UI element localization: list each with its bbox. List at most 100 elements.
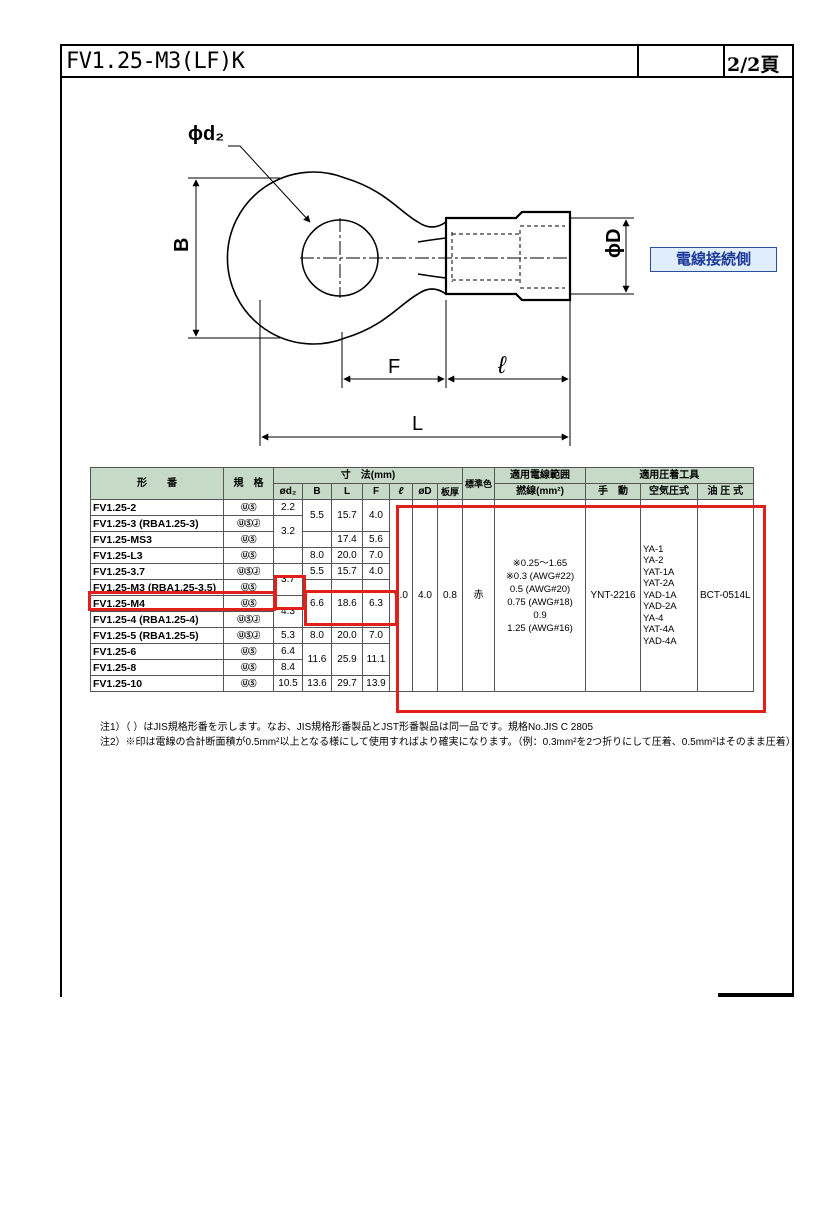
model-cell: FV1.25-6 bbox=[90, 643, 224, 660]
th-stranded: 撚線(mm²) bbox=[494, 483, 587, 500]
d2-cell: 6.4 bbox=[273, 643, 303, 660]
wire-range-line: 1.25 (AWG#16) bbox=[507, 622, 573, 634]
page-frame: FV1.25-M3(LF)K 2/2頁 bbox=[60, 44, 794, 997]
th-color: 標準色 bbox=[461, 467, 496, 500]
F-cell: 4.0 bbox=[362, 499, 390, 532]
B-cell: 5.5 bbox=[302, 563, 332, 580]
label-d2: ϕd₂ bbox=[188, 123, 224, 145]
page-number: 2/2頁 bbox=[727, 54, 780, 76]
d2-cell: 2.2 bbox=[273, 499, 303, 516]
tool-item: YA-2 bbox=[643, 555, 664, 567]
cert-marks: ⓊⓈ bbox=[241, 502, 257, 512]
F-cell: 4.0 bbox=[362, 563, 390, 580]
cert-marks: ⓊⓈ bbox=[241, 582, 257, 592]
model-cell: FV1.25-4 (RBA1.25-4) bbox=[90, 611, 224, 628]
d2-cell bbox=[273, 547, 303, 564]
F-cell: 13.9 bbox=[362, 675, 390, 692]
L-cell: 15.7 bbox=[331, 563, 363, 580]
document-title: FV1.25-M3(LF)K bbox=[66, 49, 245, 74]
th-thickness: 板厚 bbox=[437, 483, 463, 500]
spec-table: 形 番 規 格 寸 法(mm) 標準色 適用電線範囲 適用圧着工具 ød₂ B … bbox=[90, 467, 754, 692]
B-cell: 8.0 bbox=[302, 547, 332, 564]
B-cell: 11.6 bbox=[302, 643, 332, 676]
table-row: FV1.25-MS3 ⓊⓈ 17.4 5.6 bbox=[90, 531, 754, 548]
model-cell: FV1.25-3.7 bbox=[90, 563, 224, 580]
model-cell: FV1.25-MS3 bbox=[90, 531, 224, 548]
table-row: FV1.25-2 ⓊⓈ 2.2 5.5 15.7 4.0 9.0 4.0 0.8… bbox=[90, 499, 754, 692]
label-l: ℓ bbox=[497, 352, 507, 379]
L-cell: 25.9 bbox=[331, 643, 363, 676]
note-2: 注2）※印は電線の合計断面積が0.5mm²以上となる様にして使用すればより確実に… bbox=[100, 737, 796, 748]
cert-marks: ⓊⓈⒿ bbox=[237, 566, 260, 576]
cert-cell: ⓊⓈ bbox=[223, 659, 274, 676]
wire-range-line: 0.9 bbox=[533, 609, 547, 621]
F-cell: 7.0 bbox=[362, 547, 390, 564]
d2-cell: 8.4 bbox=[273, 659, 303, 676]
cert-cell: ⓊⓈ bbox=[223, 675, 274, 692]
th-L: L bbox=[331, 483, 363, 500]
F-cell: 5.6 bbox=[362, 531, 390, 548]
cert-cell: ⓊⓈⒿ bbox=[223, 515, 274, 532]
th-standard: 規 格 bbox=[223, 467, 274, 500]
table-row: FV1.25-8 ⓊⓈ 8.4 bbox=[90, 659, 754, 676]
highlight-d2 bbox=[274, 575, 306, 610]
F-cell: 7.0 bbox=[362, 627, 390, 644]
tool-item: YAT-4A bbox=[643, 624, 675, 636]
L-cell: 20.0 bbox=[331, 627, 363, 644]
wire-range-line: 0.5 (AWG#20) bbox=[509, 583, 571, 595]
model-cell: FV1.25-2 bbox=[90, 499, 224, 516]
L-cell: 17.4 bbox=[331, 531, 363, 548]
th-B: B bbox=[302, 483, 332, 500]
pneumatic-tool-cell: YA-1 YA-2 YAT-1A YAT-2A YAD-1A YAD-2A YA… bbox=[640, 499, 699, 692]
th-manual: 手 動 bbox=[585, 483, 642, 500]
model-cell: FV1.25-5 (RBA1.25-5) bbox=[90, 627, 224, 644]
table-row: FV1.25-10 ⓊⓈ 10.5 13.6 29.7 13.9 bbox=[90, 675, 754, 692]
th-tools: 適用圧着工具 bbox=[585, 467, 754, 484]
label-F: F bbox=[388, 356, 400, 378]
highlight-common bbox=[396, 505, 766, 713]
ring-outline bbox=[226, 171, 419, 345]
tool-item: YA-1 bbox=[643, 543, 664, 555]
tool-item: YAT-2A bbox=[643, 578, 675, 590]
table-row: FV1.25-6 ⓊⓈ 6.4 11.6 25.9 11.1 bbox=[90, 643, 754, 676]
cert-marks: ⓊⓈ bbox=[241, 646, 257, 656]
model-cell: FV1.25-L3 bbox=[90, 547, 224, 564]
d2-cell: 10.5 bbox=[273, 675, 303, 692]
table-row: FV1.25-5 (RBA1.25-5) ⓊⓈⒿ 5.3 8.0 20.0 7.… bbox=[90, 627, 754, 644]
d2-cell: 3.2 bbox=[273, 515, 303, 548]
th-dimensions: 寸 法(mm) bbox=[273, 467, 463, 484]
header: FV1.25-M3(LF)K 2/2頁 bbox=[62, 46, 792, 78]
table-row: FV1.25-3 (RBA1.25-3) ⓊⓈⒿ 3.2 bbox=[90, 515, 754, 548]
manual-tool-cell: YNT-2216 bbox=[585, 499, 642, 692]
wire-range-line: 0.75 (AWG#18) bbox=[507, 596, 573, 608]
B-cell bbox=[302, 531, 332, 548]
terminal-diagram: ϕd₂ B ϕD F ℓ L bbox=[171, 123, 634, 446]
cert-marks: ⓊⓈ bbox=[241, 662, 257, 672]
L-cell: 15.7 bbox=[331, 499, 363, 532]
cert-cell: ⓊⓈⒿ bbox=[223, 611, 274, 628]
F-cell: 11.1 bbox=[362, 643, 390, 676]
header-empty-cell bbox=[637, 46, 725, 76]
cert-marks: ⓊⓈⒿ bbox=[237, 614, 260, 624]
th-pneumatic: 空気圧式 bbox=[640, 483, 699, 500]
bottom-rule bbox=[718, 993, 794, 997]
F-cell: 6.3 bbox=[362, 579, 390, 628]
cert-cell: ⓊⓈ bbox=[223, 531, 274, 548]
tool-item: YAD-2A bbox=[643, 601, 677, 613]
D-cell: 4.0 bbox=[412, 499, 438, 692]
model-cell: FV1.25-10 bbox=[90, 675, 224, 692]
cert-marks: ⓊⓈⒿ bbox=[237, 630, 260, 640]
L-cell: 29.7 bbox=[331, 675, 363, 692]
label-B: B bbox=[171, 238, 193, 252]
highlight-model-row bbox=[88, 591, 276, 611]
model-cell: FV1.25-3 (RBA1.25-3) bbox=[90, 515, 224, 532]
th-l: ℓ bbox=[389, 483, 413, 500]
wire-side-label: 電線接続側 bbox=[650, 247, 777, 272]
cert-cell: ⓊⓈ bbox=[223, 499, 274, 516]
th-wire-range: 適用電線範囲 bbox=[494, 467, 587, 484]
cert-marks: ⓊⓈⒿ bbox=[237, 518, 260, 528]
table-row: FV1.25-M3 (RBA1.25-3.5) ⓊⓈ 6.6 18.6 6.3 bbox=[90, 579, 754, 628]
cert-marks: ⓊⓈ bbox=[241, 550, 257, 560]
B-cell: 13.6 bbox=[302, 675, 332, 692]
hydraulic-tool-cell: BCT-0514L bbox=[697, 499, 754, 692]
